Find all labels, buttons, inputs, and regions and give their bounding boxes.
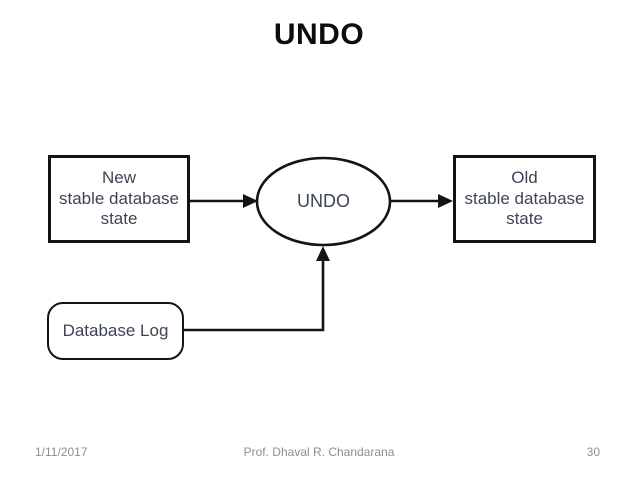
footer-date: 1/11/2017	[35, 445, 88, 459]
node-database-log-label: Database Log	[62, 320, 169, 340]
node-new-stable-database-state-label: New stable database state	[58, 167, 180, 229]
node-new-stable-database-state: New stable database state	[48, 155, 190, 243]
footer-page-number: 30	[586, 445, 600, 459]
node-undo: UNDO	[257, 158, 390, 245]
arrow-new-to-undo	[190, 194, 258, 208]
slide-title: UNDO	[273, 18, 365, 51]
node-old-stable-database-state: Old stable database state	[453, 155, 596, 243]
arrow-log-to-undo	[184, 246, 330, 332]
node-old-stable-database-state-label: Old stable database state	[464, 167, 585, 229]
arrow-undo-to-old	[390, 194, 453, 208]
node-undo-label: UNDO	[297, 190, 350, 211]
footer-author: Prof. Dhaval R. Chandarana	[243, 445, 395, 459]
node-database-log: Database Log	[47, 302, 184, 360]
